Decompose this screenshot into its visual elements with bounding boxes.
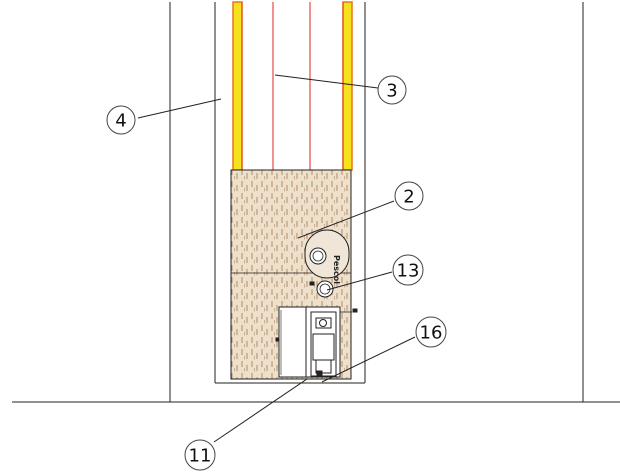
svg-text:11: 11 — [189, 446, 212, 467]
glass-pane — [232, 1, 353, 171]
panel-brand-text: Pescol — [332, 255, 341, 284]
drop-seal-profile — [275, 306, 358, 378]
callout-3: 3 — [377, 75, 407, 105]
callout-4: 4 — [106, 105, 136, 135]
wall-frame — [169, 2, 584, 402]
fitting-group — [304, 229, 350, 298]
svg-text:4: 4 — [115, 111, 126, 132]
callout-16: 16 — [415, 316, 447, 348]
svg-text:3: 3 — [386, 81, 397, 102]
callout-13: 13 — [392, 254, 424, 286]
callout-2: 2 — [394, 181, 424, 211]
svg-text:2: 2 — [403, 187, 414, 208]
svg-text:13: 13 — [397, 261, 420, 282]
leader-lines — [137, 74, 416, 443]
callout-11: 11 — [184, 439, 216, 471]
svg-text:16: 16 — [420, 323, 443, 344]
